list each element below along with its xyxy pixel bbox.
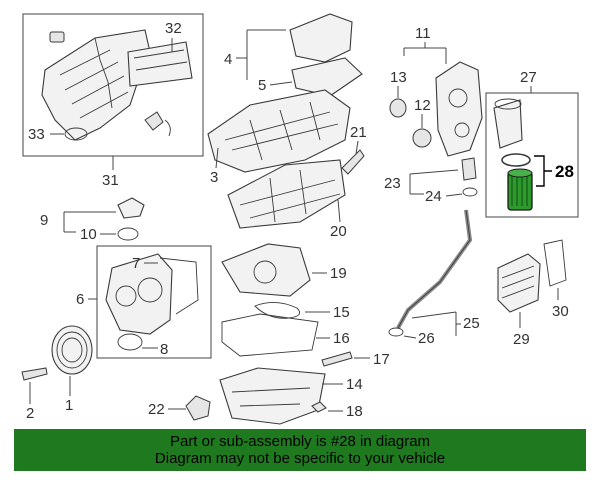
callout-26: 26 — [418, 330, 435, 347]
callout-22: 22 — [148, 401, 165, 418]
cylinder-head-part — [227, 159, 346, 229]
banner-line-2: Diagram may not be specific to your vehi… — [154, 450, 446, 467]
oil-cap-part — [117, 197, 145, 219]
cooler-gasket-30 — [543, 239, 567, 287]
cylinder-head-group: 21 20 — [227, 124, 367, 240]
callout-11: 11 — [415, 25, 431, 42]
callout-13: 13 — [390, 69, 407, 86]
callout-6: 6 — [76, 291, 84, 308]
pulley-bolt-part — [21, 367, 48, 381]
oil-filter-element-28 — [507, 168, 533, 211]
valve-cover-group: 4 5 3 — [207, 13, 363, 186]
oil-cap-group: 9 10 — [40, 197, 145, 243]
seal-13 — [389, 98, 407, 118]
callout-2: 2 — [26, 405, 34, 422]
banner-line-1: Part or sub-assembly is #28 in diagram — [169, 433, 431, 450]
callout-8: 8 — [160, 341, 168, 358]
dipstick-tube — [396, 209, 473, 329]
callout-5: 5 — [258, 77, 266, 94]
lower-engine-group: 19 15 16 17 14 18 22 — [148, 243, 390, 425]
oil-pump-part-19 — [221, 243, 311, 297]
oil-pan-part-14 — [219, 367, 326, 425]
callout-20: 20 — [330, 223, 347, 240]
callout-19: 19 — [330, 265, 347, 282]
seal-ring-33 — [64, 127, 88, 141]
callout-7: 7 — [132, 255, 140, 272]
callout-32: 32 — [165, 20, 182, 37]
callout-9: 9 — [40, 212, 48, 229]
washer-24 — [462, 187, 478, 197]
drain-plug-18 — [311, 401, 327, 413]
callout-25: 25 — [463, 315, 480, 332]
sensor-part-22 — [185, 395, 211, 421]
cylinder-head-cover-part — [207, 89, 351, 173]
intake-manifold-group: 32 33 31 — [22, 13, 204, 189]
dipstick-group: 23 24 25 26 — [384, 157, 480, 347]
callout-3: 3 — [210, 169, 218, 186]
callout-24: 24 — [425, 188, 442, 205]
intake-gasket-part — [127, 41, 193, 87]
group-frame-6 — [96, 245, 212, 359]
info-banner: Part or sub-assembly is #28 in diagram D… — [14, 429, 586, 471]
timing-gasket-7 — [159, 257, 199, 315]
crank-seal-8 — [117, 333, 143, 351]
timing-case-part — [435, 61, 483, 157]
callout-29: 29 — [513, 331, 530, 348]
group-frame-27 — [485, 92, 579, 218]
callout-16: 16 — [333, 330, 350, 347]
intake-manifold-part — [41, 29, 171, 141]
callout-4: 4 — [224, 51, 232, 68]
cover-plate-part — [291, 57, 363, 97]
callout-33: 33 — [28, 126, 45, 143]
callout-28: 28 — [555, 162, 574, 181]
callout-18: 18 — [346, 403, 363, 420]
timing-case-group: 11 13 12 — [389, 25, 483, 157]
plug-17 — [321, 351, 353, 367]
callout-27: 27 — [520, 69, 537, 86]
callout-30: 30 — [552, 303, 569, 320]
crank-pulley-part — [51, 325, 93, 375]
callout-21: 21 — [350, 124, 367, 141]
sensor-part-23 — [461, 157, 477, 181]
filter-o-ring-28 — [501, 153, 531, 167]
callout-1: 1 — [65, 397, 73, 414]
oil-cooler-group: 29 30 — [497, 239, 569, 348]
oil-cap-seal — [117, 227, 139, 241]
crank-pulley-group: 1 2 — [21, 325, 93, 422]
callout-17: 17 — [373, 351, 390, 368]
oil-cooler-part — [497, 253, 541, 313]
filter-housing-part — [493, 99, 523, 149]
cover-upper-part — [289, 13, 353, 63]
gasket-15 — [254, 302, 301, 319]
callout-15: 15 — [333, 304, 350, 321]
timing-cover-group: 7 6 8 — [76, 245, 212, 359]
callout-14: 14 — [346, 376, 363, 393]
callout-23: 23 — [384, 175, 401, 192]
seal-12 — [412, 128, 432, 148]
seal-26 — [388, 327, 404, 337]
oil-pan-gasket-16 — [221, 313, 319, 357]
callout-10: 10 — [80, 226, 97, 243]
sensor-part-21 — [341, 149, 365, 175]
callout-31: 31 — [102, 172, 119, 189]
oil-filter-group: 27 28 — [485, 69, 579, 218]
callout-12: 12 — [414, 97, 431, 114]
